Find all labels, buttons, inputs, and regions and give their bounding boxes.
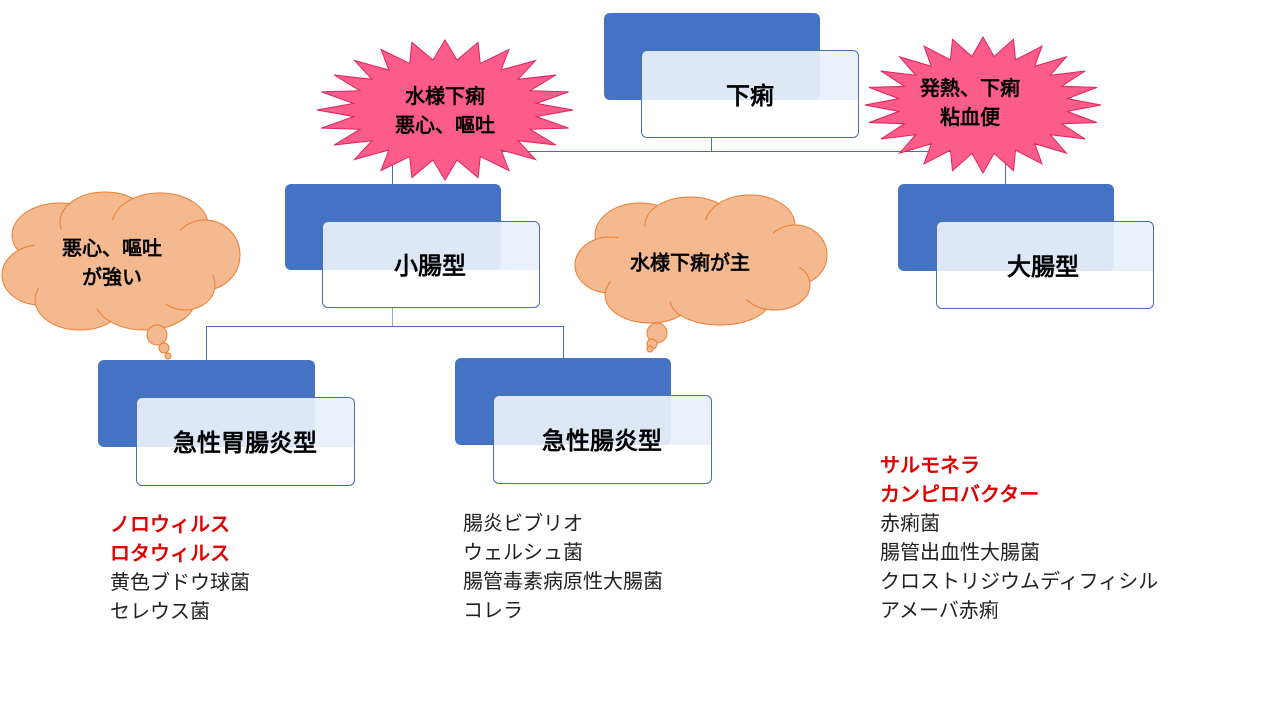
connector	[711, 137, 712, 152]
node-label: 急性腸炎型	[542, 427, 662, 455]
node-box	[641, 50, 859, 138]
pathogen-list-enteritis: 腸炎ビブリオ ウェルシュ菌 腸管毒素病原性大腸菌 コレラ	[463, 509, 663, 625]
connector	[1005, 151, 1006, 184]
node-label: 小腸型	[394, 252, 466, 280]
connector	[206, 326, 564, 327]
node-box	[322, 221, 540, 308]
connector	[392, 151, 393, 184]
pathogen: 腸管毒素病原性大腸菌	[463, 569, 663, 593]
pathogen: コレラ	[463, 598, 523, 622]
pathogen-highlighted: サルモネラ	[880, 453, 980, 477]
callout-line: 粘血便	[940, 105, 1000, 129]
callout-line: が強い	[82, 265, 142, 289]
node-label: 下痢	[726, 82, 774, 110]
starburst-shape	[316, 39, 574, 181]
pathogen-highlighted: カンピロバクター	[880, 482, 1040, 506]
callout-text: 発熱、下痢 粘血便	[920, 74, 1020, 132]
connector	[392, 151, 1006, 152]
callout-text: 悪心、嘔吐 が強い	[62, 234, 162, 292]
pathogen: セレウス菌	[110, 599, 210, 623]
connector	[206, 326, 207, 360]
pathogen-list-large: サルモネラ カンピロバクター 赤痢菌 腸管出血性大腸菌 クロストリジウムディフィ…	[880, 451, 1158, 625]
node-box	[936, 221, 1154, 309]
callout-text: 水様下痢が主	[630, 249, 750, 278]
starburst-shape	[864, 35, 1102, 175]
callout-line: 水様下痢	[405, 84, 485, 108]
node-box	[136, 397, 355, 486]
callout-line: 発熱、下痢	[920, 76, 1020, 100]
pathogen: 腸炎ビブリオ	[463, 511, 583, 535]
callout-line: 水様下痢が主	[630, 250, 750, 275]
pathogen: 赤痢菌	[880, 511, 940, 535]
node-label: 大腸型	[1007, 253, 1079, 281]
pathogen: 腸管出血性大腸菌	[880, 540, 1040, 564]
callout-line: 悪心、嘔吐	[395, 113, 495, 137]
pathogen-highlighted: ノロウィルス	[110, 512, 230, 536]
pathogen: 黄色ブドウ球菌	[110, 570, 250, 594]
pathogen: クロストリジウムディフィシル	[880, 569, 1159, 593]
callout-text: 水様下痢 悪心、嘔吐	[395, 82, 495, 140]
pathogen: アメーバ赤痢	[880, 598, 999, 622]
node-label: 急性胃腸炎型	[173, 429, 317, 457]
node-box	[493, 395, 712, 484]
callout-line: 悪心、嘔吐	[62, 236, 162, 260]
pathogen: ウェルシュ菌	[463, 540, 583, 564]
pathogen-highlighted: ロタウィルス	[110, 541, 230, 565]
connector	[563, 326, 564, 358]
pathogen-list-gastroenteritis: ノロウィルス ロタウィルス 黄色ブドウ球菌 セレウス菌	[110, 510, 250, 626]
